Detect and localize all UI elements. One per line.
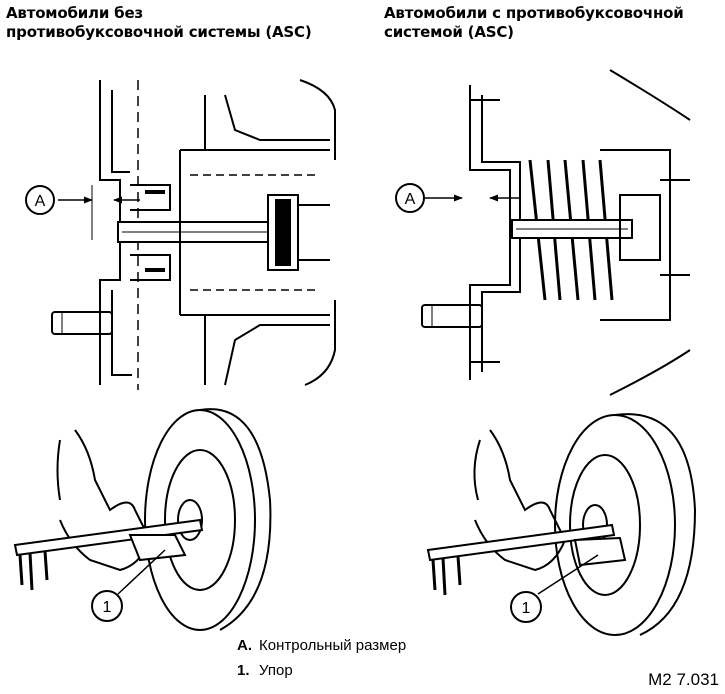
legend-item-stop: 1. Упор: [237, 662, 293, 680]
callout-a-left: [25, 185, 55, 215]
callout-1-left-label: 1: [103, 599, 112, 616]
legend-text: Упор: [259, 662, 293, 679]
callout-1-left: [91, 590, 123, 622]
callout-1-right-label: 1: [522, 600, 531, 617]
legend-item-dimension: A. Контрольный размер: [237, 637, 406, 655]
stop-leader-left: [117, 549, 166, 595]
section-without-asc: [51, 79, 336, 390]
callout-1-right: [510, 591, 542, 623]
legend-text: Контрольный размер: [259, 637, 407, 654]
title-without-asc: Автомобили без противобуксовочной систем…: [6, 4, 312, 41]
callout-a-left-label: A: [35, 193, 46, 210]
stop-leader-right: [537, 554, 599, 595]
callout-a-right-label: A: [405, 191, 416, 208]
title-with-asc: Автомобили с противобуксовочной системой…: [384, 4, 684, 41]
caliper-measurement-left: [13, 408, 272, 631]
section-with-asc: [421, 69, 691, 396]
figure-code: M2 7.031: [648, 670, 719, 689]
caliper-measurement-right: [426, 413, 697, 636]
legend-key: 1.: [237, 662, 250, 679]
legend-key: A.: [237, 637, 252, 654]
callout-a-right: [395, 183, 425, 213]
